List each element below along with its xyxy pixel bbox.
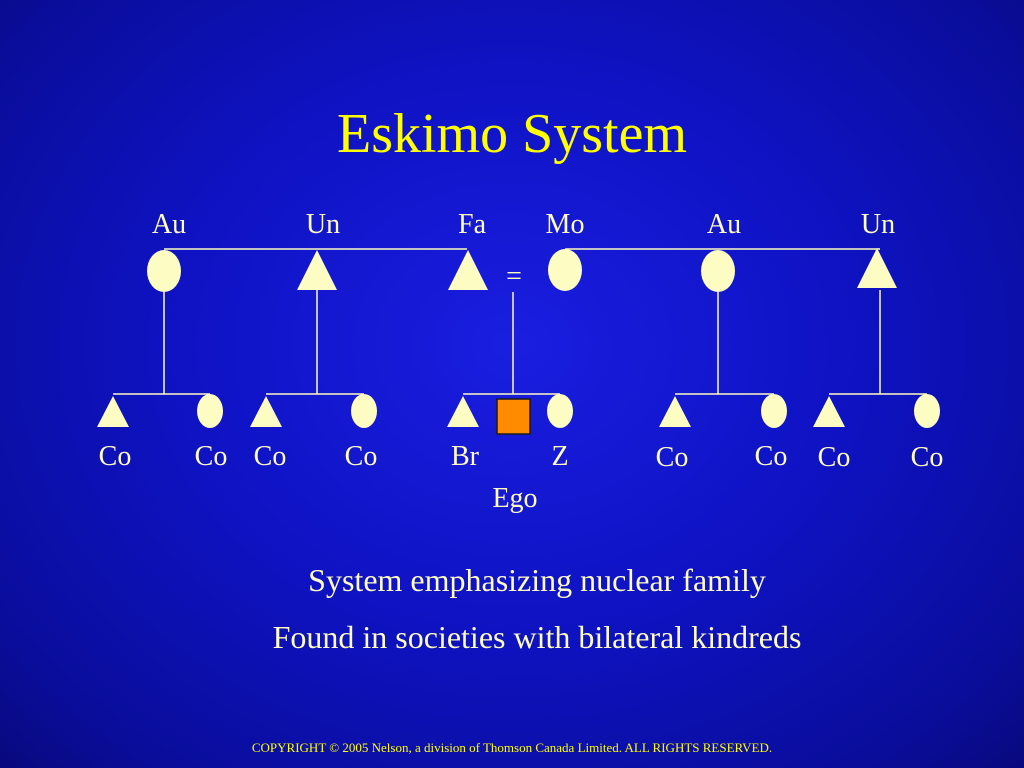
child-label: Co [99, 441, 132, 472]
parent-uncle-right-triangle [857, 248, 897, 288]
parent-label: Au [707, 209, 741, 240]
child-cousin-triangle [813, 396, 845, 427]
child-label: Co [911, 442, 944, 473]
child-label: Co [195, 441, 228, 472]
child-cousin-circle [351, 394, 377, 428]
child-cousin-circle [914, 394, 940, 428]
child-cousin-circle [197, 394, 223, 428]
child-cousin-triangle [97, 396, 129, 427]
parent-label: Un [861, 209, 895, 240]
parent-father-triangle [448, 250, 488, 290]
child-cousin-triangle [659, 396, 691, 427]
slide-title: Eskimo System [336, 103, 688, 165]
parent-mother-circle [548, 249, 582, 291]
caption-line-2: Found in societies with bilateral kindre… [272, 619, 802, 655]
parent-label: Mo [546, 209, 585, 240]
parent-label: Au [152, 209, 186, 240]
child-label: Br [451, 441, 480, 472]
child-sister-circle [547, 394, 573, 428]
parent-aunt-left-circle [147, 250, 181, 292]
child-brother-triangle [447, 396, 479, 427]
marriage-sign: = [506, 261, 522, 292]
child-label: Co [656, 442, 689, 473]
child-cousin-circle [761, 394, 787, 428]
parent-aunt-right-circle [701, 250, 735, 292]
copyright-notice: COPYRIGHT © 2005 Nelson, a division of T… [251, 740, 773, 755]
child-label: Z [551, 441, 568, 472]
parent-label: Un [306, 209, 340, 240]
ego-square [496, 398, 531, 435]
child-cousin-triangle [250, 396, 282, 427]
parent-label: Fa [458, 209, 487, 240]
child-label: Co [818, 442, 851, 473]
ego-label: Ego [492, 483, 537, 514]
caption-line-1: System emphasizing nuclear family [308, 562, 766, 598]
child-label: Co [345, 441, 378, 472]
child-label: Co [254, 441, 287, 472]
child-label: Co [755, 441, 788, 472]
parent-uncle-left-triangle [297, 250, 337, 290]
